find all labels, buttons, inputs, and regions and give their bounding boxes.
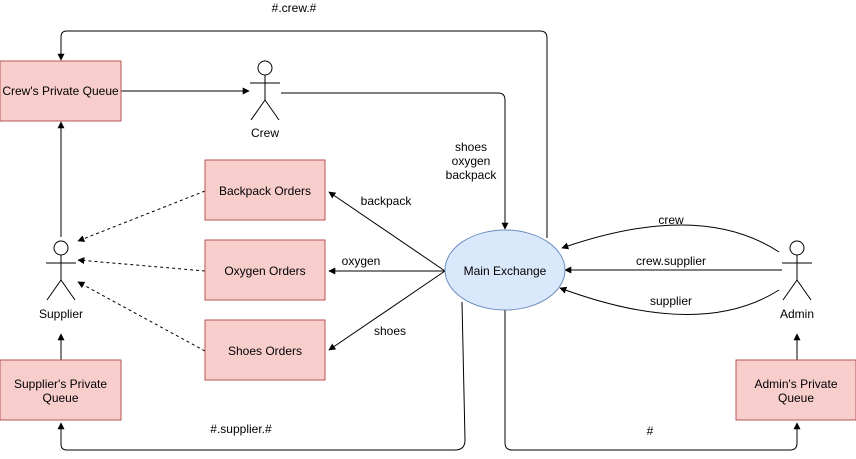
edge-label-admin-crew: crew xyxy=(658,213,684,227)
edge-exchange-to-admin-queue xyxy=(504,310,801,451)
edge-crew-to-exchange xyxy=(281,92,509,230)
admin-private-queue: Admin's Private Queue xyxy=(735,359,856,421)
edge-admin-to-exchange-crew xyxy=(561,224,780,253)
edge-label-crew-publish-oxygen: oxygen xyxy=(452,154,491,168)
edge-label-crew-publish-shoes: shoes xyxy=(455,140,487,154)
shoes-orders-label: Shoes Orders xyxy=(228,344,302,358)
edge-label-supplier-binding: #.supplier.# xyxy=(210,422,272,436)
admin-private-queue-label-line2: Queue xyxy=(778,391,814,405)
main-exchange: Main Exchange xyxy=(444,229,566,311)
edge-label-shoes: shoes xyxy=(374,324,406,338)
supplier-private-queue-label-line2: Queue xyxy=(42,391,78,405)
edge-shoes-to-supplier xyxy=(77,281,206,352)
supplier-private-queue-label-line1: Supplier's Private xyxy=(14,377,107,391)
crew-private-queue-label: Crew's Private Queue xyxy=(2,84,119,98)
shoes-orders-queue: Shoes Orders xyxy=(204,319,326,381)
crew-actor xyxy=(250,60,280,121)
crew-label: Crew xyxy=(251,126,279,140)
supplier-actor xyxy=(46,240,76,301)
edge-label-admin-supplier: supplier xyxy=(650,294,692,308)
edge-admin-to-exchange-supplier xyxy=(559,286,780,315)
oxygen-orders-queue: Oxygen Orders xyxy=(204,239,326,301)
edge-label-admin-binding: # xyxy=(647,424,654,438)
edge-label-admin-crew-supplier: crew.supplier xyxy=(636,254,706,268)
admin-label: Admin xyxy=(780,307,814,321)
edge-label-oxygen: oxygen xyxy=(342,254,381,268)
edge-exchange-to-backpack xyxy=(328,191,446,272)
edge-label-crew-publish-backpack: backpack xyxy=(446,168,498,182)
edge-label-crew-binding: #.crew.# xyxy=(272,1,317,15)
backpack-orders-label: Backpack Orders xyxy=(219,184,311,198)
admin-private-queue-label-line1: Admin's Private xyxy=(755,377,838,391)
backpack-orders-queue: Backpack Orders xyxy=(204,159,326,221)
supplier-private-queue: Supplier's Private Queue xyxy=(0,359,122,421)
edge-backpack-to-supplier xyxy=(77,190,206,242)
edge-exchange-to-supplier-queue xyxy=(57,301,466,451)
main-exchange-label: Main Exchange xyxy=(464,264,547,278)
edge-exchange-to-crew-queue xyxy=(57,30,548,238)
admin-actor xyxy=(782,240,812,301)
edge-exchange-to-shoes xyxy=(328,270,446,351)
supplier-label: Supplier xyxy=(39,307,83,321)
oxygen-orders-label: Oxygen Orders xyxy=(224,264,305,278)
edge-oxygen-to-supplier xyxy=(77,257,206,272)
crew-private-queue: Crew's Private Queue xyxy=(0,60,122,122)
edge-label-backpack: backpack xyxy=(361,194,413,208)
